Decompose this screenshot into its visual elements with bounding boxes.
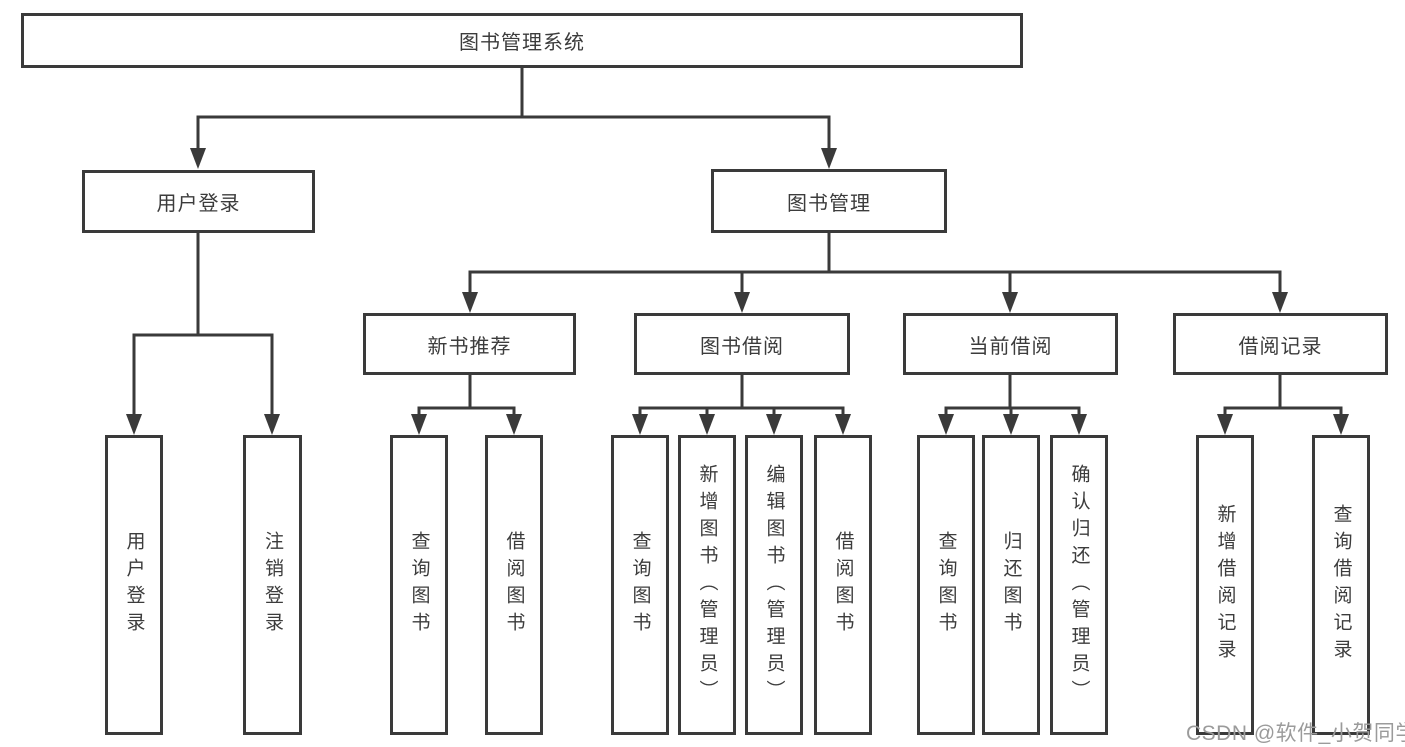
- node-root: 图书管理系统: [21, 13, 1023, 68]
- leaf-borrow-books-recommend: 借阅图书: [485, 435, 543, 735]
- leaf-query-books-borrow: 查询图书: [611, 435, 669, 735]
- leaf-user-login: 用户登录: [105, 435, 163, 735]
- leaf-query-books-recommend: 查询图书: [390, 435, 448, 735]
- node-user-login: 用户登录: [82, 170, 315, 233]
- leaf-query-books-current: 查询图书: [917, 435, 975, 735]
- leaf-edit-books-admin: 编辑图书（管理员）: [745, 435, 803, 735]
- node-book-management: 图书管理: [711, 169, 947, 233]
- leaf-borrow-books: 借阅图书: [814, 435, 872, 735]
- csdn-watermark: CSDN @软件_小贺同学: [1186, 722, 1405, 745]
- node-new-book-recommend: 新书推荐: [363, 313, 576, 375]
- leaf-confirm-return-admin: 确认归还（管理员）: [1050, 435, 1108, 735]
- leaf-logout: 注销登录: [243, 435, 302, 735]
- node-current-borrow: 当前借阅: [903, 313, 1118, 375]
- leaf-query-borrow-record: 查询借阅记录: [1312, 435, 1370, 735]
- leaf-add-books-admin: 新增图书（管理员）: [678, 435, 736, 735]
- node-borrow-records: 借阅记录: [1173, 313, 1388, 375]
- leaf-add-borrow-record: 新增借阅记录: [1196, 435, 1254, 735]
- leaf-return-books: 归还图书: [982, 435, 1040, 735]
- node-book-borrow: 图书借阅: [634, 313, 850, 375]
